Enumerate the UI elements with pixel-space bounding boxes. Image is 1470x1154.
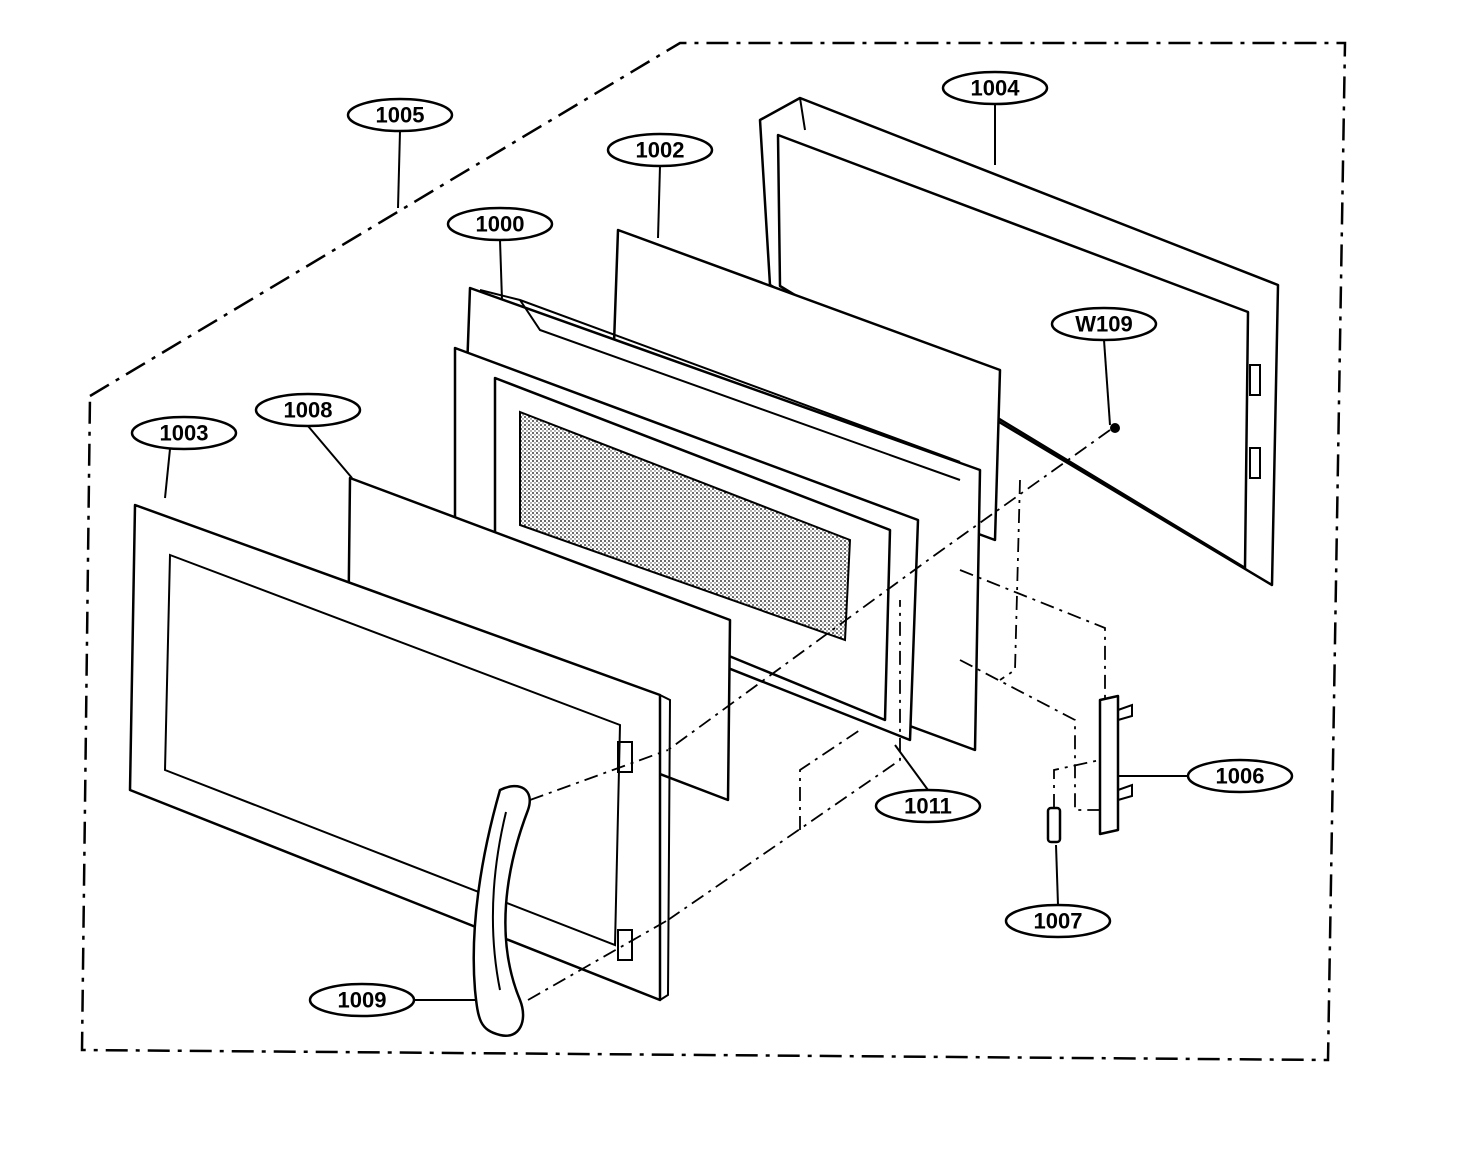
callout-1003: 1003 <box>130 415 238 451</box>
callout-1009: 1009 <box>308 982 416 1018</box>
callout-1002: 1002 <box>606 132 714 168</box>
callout-label-1009: 1009 <box>338 988 387 1013</box>
callout-label-1002: 1002 <box>636 138 685 163</box>
callout-w109: W109 <box>1050 306 1158 342</box>
callout-label-1008: 1008 <box>284 398 333 423</box>
callout-1006: 1006 <box>1186 758 1294 794</box>
part-1000-door-frame <box>453 286 982 752</box>
callout-1005: 1005 <box>346 97 454 133</box>
callout-label-1005: 1005 <box>376 103 425 128</box>
part-1003-door-cover <box>128 503 672 1002</box>
assembly-boundary <box>80 41 1347 1062</box>
leader-lines <box>164 104 1190 1001</box>
assembly-guides <box>527 429 1111 1001</box>
callout-label-1004: 1004 <box>971 76 1021 101</box>
part-w109-screw <box>1110 423 1120 433</box>
part-1009-handle <box>472 784 531 1037</box>
part-1004-frame <box>758 96 1280 587</box>
callout-1007: 1007 <box>1004 903 1112 939</box>
callout-1004: 1004 <box>941 70 1049 106</box>
callout-label-1011: 1011 <box>904 794 952 819</box>
mesh-window <box>519 410 852 642</box>
callout-1008: 1008 <box>254 392 362 428</box>
callout-1011: 1011 <box>874 788 982 824</box>
callout-1000: 1000 <box>446 206 554 242</box>
callout-label-1007: 1007 <box>1034 909 1083 934</box>
callout-label-1000: 1000 <box>476 212 525 237</box>
callout-label-w109: W109 <box>1075 312 1132 337</box>
callout-label-1006: 1006 <box>1216 764 1265 789</box>
part-1007-spring <box>1046 806 1062 844</box>
part-1006-latch <box>1098 694 1133 836</box>
callout-label-1003: 1003 <box>160 421 209 446</box>
